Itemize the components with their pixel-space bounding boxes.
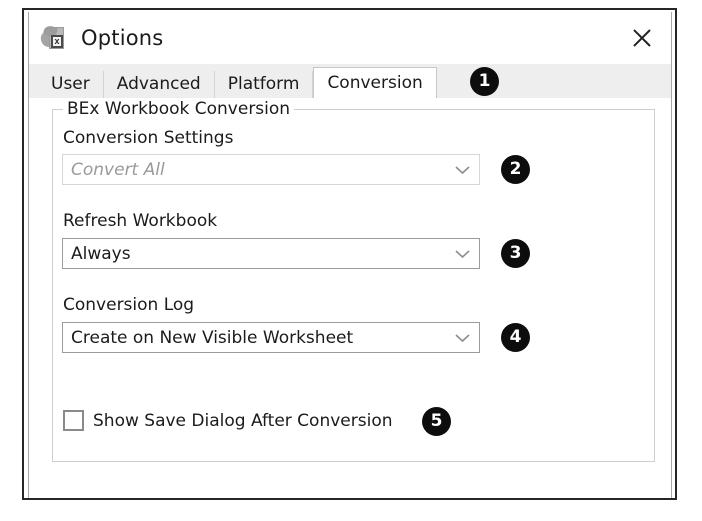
tab-strip: User Advanced Platform Conversion 1: [29, 64, 671, 98]
show-save-dialog-checkbox[interactable]: [63, 410, 84, 431]
close-icon: [633, 29, 651, 47]
close-button[interactable]: [621, 22, 663, 54]
callout-badge-5: 5: [422, 407, 451, 436]
excel-workbook-icon: x: [40, 23, 70, 53]
show-save-dialog-checkbox-row[interactable]: Show Save Dialog After Conversion: [63, 410, 393, 431]
callout-badge-4: 4: [501, 323, 530, 352]
chevron-down-icon: [455, 165, 470, 174]
conversion-tab-panel: BEx Workbook Conversion Conversion Setti…: [29, 98, 671, 470]
tab-user[interactable]: User: [38, 71, 104, 98]
dialog-titlebar: x Options: [29, 12, 671, 64]
bex-workbook-conversion-group: BEx Workbook Conversion Conversion Setti…: [52, 99, 655, 462]
conversion-settings-value: Convert All: [71, 159, 165, 180]
callout-badge-3: 3: [501, 239, 530, 268]
group-title: BEx Workbook Conversion: [63, 99, 295, 119]
icon-x-badge: x: [51, 35, 63, 48]
conversion-settings-dropdown[interactable]: Convert All: [62, 154, 480, 185]
refresh-workbook-dropdown[interactable]: Always: [62, 238, 480, 269]
callout-badge-2: 2: [501, 155, 530, 184]
refresh-workbook-label: Refresh Workbook: [63, 211, 218, 231]
tab-list: User Advanced Platform Conversion: [38, 67, 437, 98]
screenshot-frame: x Options User Advanced Platform Convers…: [22, 8, 677, 500]
show-save-dialog-label: Show Save Dialog After Conversion: [93, 410, 393, 431]
conversion-log-dropdown[interactable]: Create on New Visible Worksheet: [62, 322, 480, 353]
tab-platform[interactable]: Platform: [214, 71, 314, 98]
chevron-down-icon: [455, 333, 470, 342]
callout-badge-1: 1: [470, 67, 499, 96]
options-dialog: x Options User Advanced Platform Convers…: [28, 12, 672, 498]
dialog-title: Options: [81, 26, 164, 50]
conversion-settings-label: Conversion Settings: [63, 128, 234, 148]
conversion-log-label: Conversion Log: [63, 295, 195, 315]
chevron-down-icon: [455, 249, 470, 258]
conversion-log-value: Create on New Visible Worksheet: [71, 327, 354, 348]
tab-advanced[interactable]: Advanced: [103, 71, 215, 98]
refresh-workbook-value: Always: [71, 243, 131, 264]
tab-conversion[interactable]: Conversion: [313, 67, 437, 98]
